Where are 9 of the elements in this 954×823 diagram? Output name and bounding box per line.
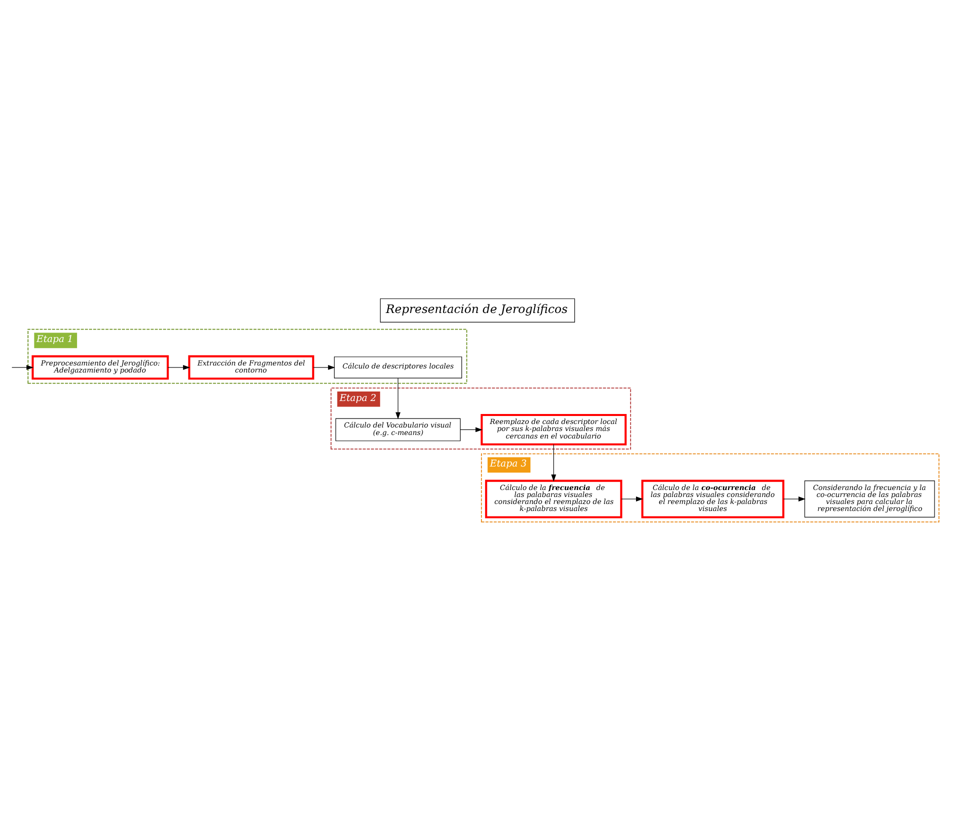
arrow [312, 364, 335, 370]
arrow [620, 496, 643, 502]
diagram-title: Representación de Jeroglíficos [385, 302, 568, 316]
arrow [550, 444, 556, 482]
arrow [782, 496, 806, 502]
arrow [167, 364, 190, 370]
arrow [11, 364, 33, 370]
arrow [460, 427, 482, 432]
arrow [395, 378, 400, 420]
